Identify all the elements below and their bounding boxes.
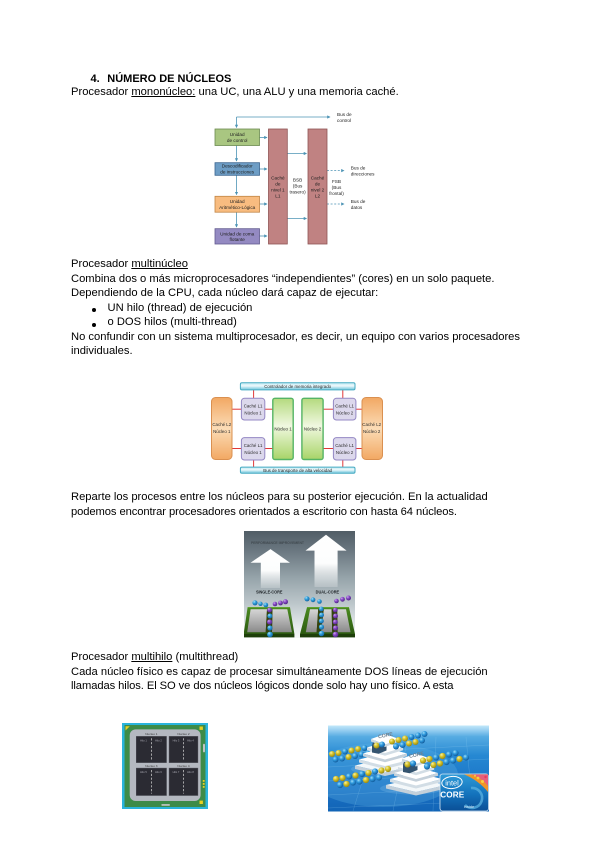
svg-text:nivel 2: nivel 2 bbox=[311, 188, 325, 193]
svg-text:Caché L1: Caché L1 bbox=[244, 443, 263, 448]
svg-text:Bus de: Bus de bbox=[351, 199, 366, 204]
svg-text:Unidad de coma: Unidad de coma bbox=[220, 231, 255, 236]
svg-text:Núcleo 2: Núcleo 2 bbox=[336, 450, 354, 455]
svg-text:Aritmético-Lógica: Aritmético-Lógica bbox=[219, 205, 256, 210]
svg-text:Hilo 5: Hilo 5 bbox=[140, 770, 147, 774]
svg-text:control: control bbox=[337, 118, 351, 123]
svg-text:Unidad: Unidad bbox=[230, 199, 245, 204]
svg-text:Nucleo 3: Nucleo 3 bbox=[145, 764, 157, 768]
svg-text:Caché: Caché bbox=[311, 176, 325, 181]
svg-text:Nucleo 1: Nucleo 1 bbox=[145, 732, 157, 736]
svg-text:Caché: Caché bbox=[271, 176, 285, 181]
svg-text:Hilo 1: Hilo 1 bbox=[140, 738, 147, 742]
svg-text:Bus de transporte de alta velo: Bus de transporte de alta velocidad bbox=[263, 468, 332, 473]
svg-text:FSB: FSB bbox=[332, 179, 341, 184]
svg-text:Caché L1: Caché L1 bbox=[335, 404, 354, 409]
svg-text:Núcleo 1: Núcleo 1 bbox=[244, 450, 262, 455]
svg-text:de instrucciones: de instrucciones bbox=[220, 169, 255, 174]
svg-text:CORE: CORE bbox=[440, 791, 464, 800]
svg-text:Caché L2: Caché L2 bbox=[362, 422, 381, 427]
svg-text:inside: inside bbox=[464, 804, 475, 809]
svg-text:Nucleo 2: Nucleo 2 bbox=[177, 732, 189, 736]
svg-text:Caché L2: Caché L2 bbox=[212, 422, 231, 427]
svg-text:frontal): frontal) bbox=[329, 191, 344, 196]
svg-text:Hilo 6: Hilo 6 bbox=[155, 770, 162, 774]
svg-text:Caché L1: Caché L1 bbox=[244, 404, 263, 409]
svg-text:Unidad: Unidad bbox=[230, 132, 245, 137]
svg-text:SINGLE-CORE: SINGLE-CORE bbox=[256, 589, 283, 595]
svg-text:Bus de: Bus de bbox=[337, 112, 352, 117]
svg-text:Descodificador: Descodificador bbox=[222, 164, 253, 169]
svg-text:de: de bbox=[275, 182, 281, 187]
svg-text:Núcleo 1: Núcleo 1 bbox=[274, 427, 292, 432]
svg-text:flotante: flotante bbox=[230, 237, 246, 242]
svg-text:Hilo 8: Hilo 8 bbox=[187, 770, 194, 774]
svg-text:Hilo 4: Hilo 4 bbox=[187, 738, 194, 742]
svg-text:Hilo 7: Hilo 7 bbox=[173, 770, 180, 774]
svg-text:nivel 1: nivel 1 bbox=[271, 188, 285, 193]
svg-text:BSB: BSB bbox=[293, 178, 302, 183]
svg-text:L2: L2 bbox=[315, 194, 321, 199]
svg-text:Núcleo 2: Núcleo 2 bbox=[336, 411, 354, 416]
svg-text:L1: L1 bbox=[275, 194, 281, 199]
svg-text:Núcleo 1: Núcleo 1 bbox=[213, 429, 231, 434]
svg-text:PERFORMANCE IMPROVEMENT: PERFORMANCE IMPROVEMENT bbox=[251, 541, 305, 545]
svg-text:Núcleo 1: Núcleo 1 bbox=[244, 411, 262, 416]
svg-text:Controlador de memoria integra: Controlador de memoria integrado bbox=[264, 384, 331, 389]
svg-text:Núcleo 2: Núcleo 2 bbox=[304, 427, 322, 432]
svg-text:intel: intel bbox=[445, 779, 459, 788]
svg-text:de: de bbox=[315, 182, 321, 187]
svg-text:Núcleo 2: Núcleo 2 bbox=[363, 429, 381, 434]
svg-text:DUAL-CORE: DUAL-CORE bbox=[316, 589, 340, 595]
svg-text:CORE: CORE bbox=[378, 731, 394, 740]
svg-text:Hilo 2: Hilo 2 bbox=[155, 738, 162, 742]
svg-text:CORE: CORE bbox=[409, 751, 425, 760]
svg-text:direcciones: direcciones bbox=[351, 172, 375, 177]
svg-text:de control: de control bbox=[227, 138, 248, 143]
svg-text:(Bus: (Bus bbox=[332, 185, 342, 190]
svg-text:Hilo 3: Hilo 3 bbox=[173, 738, 180, 742]
svg-text:datos: datos bbox=[351, 205, 363, 210]
svg-text:(Bus: (Bus bbox=[293, 184, 303, 189]
svg-text:trasero): trasero) bbox=[290, 190, 307, 195]
svg-text:Bus de: Bus de bbox=[351, 166, 366, 171]
svg-text:Caché L1: Caché L1 bbox=[335, 443, 354, 448]
svg-text:Nucleo 4: Nucleo 4 bbox=[177, 764, 189, 768]
